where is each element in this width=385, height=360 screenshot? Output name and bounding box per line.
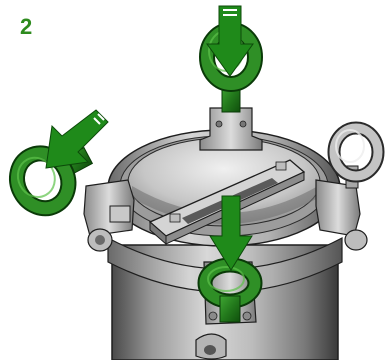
drain-fitting xyxy=(196,334,226,359)
right-lug xyxy=(316,128,378,250)
left-lug xyxy=(84,180,134,251)
step-number-label: 2 xyxy=(20,16,32,38)
top-lug xyxy=(200,108,262,150)
arrow-diagonal-icon xyxy=(46,110,108,168)
